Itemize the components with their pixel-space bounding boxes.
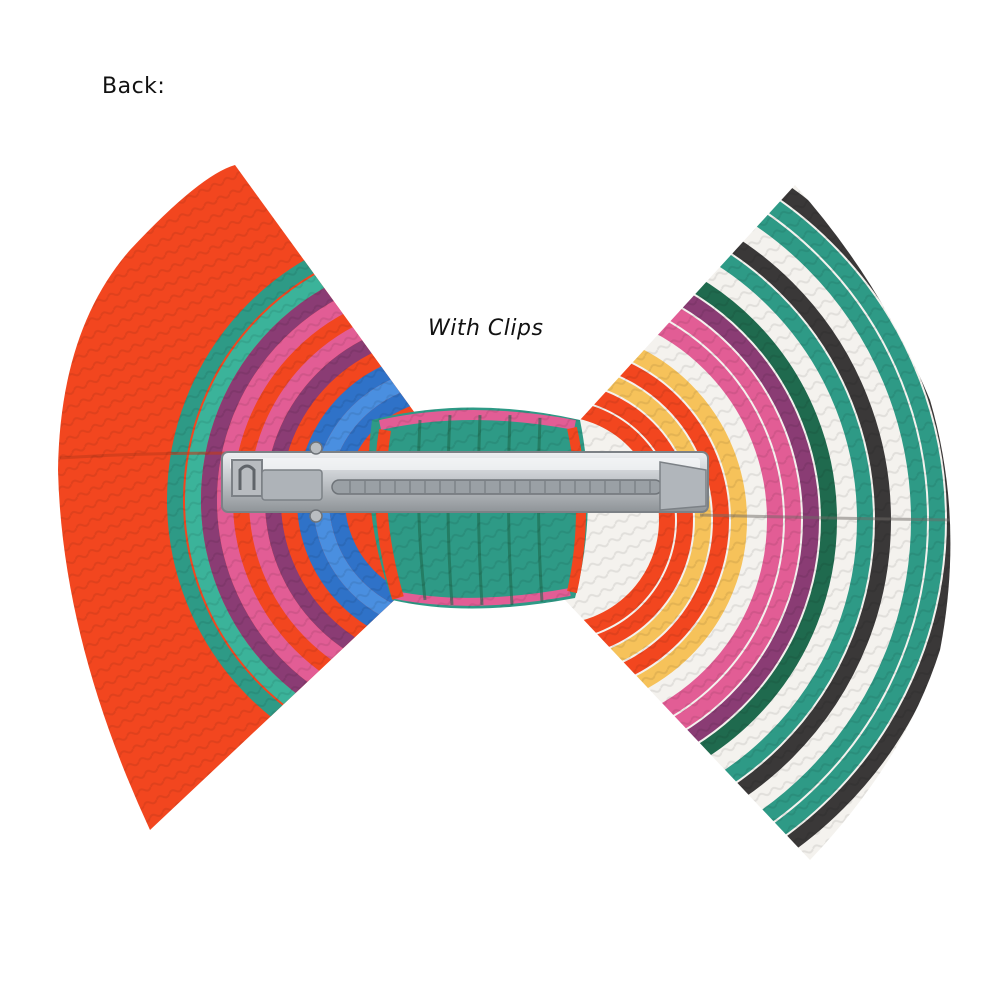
alligator-clip <box>221 441 709 523</box>
back-label: Back: <box>102 74 166 99</box>
with-clips-label: With Clips <box>428 316 544 341</box>
